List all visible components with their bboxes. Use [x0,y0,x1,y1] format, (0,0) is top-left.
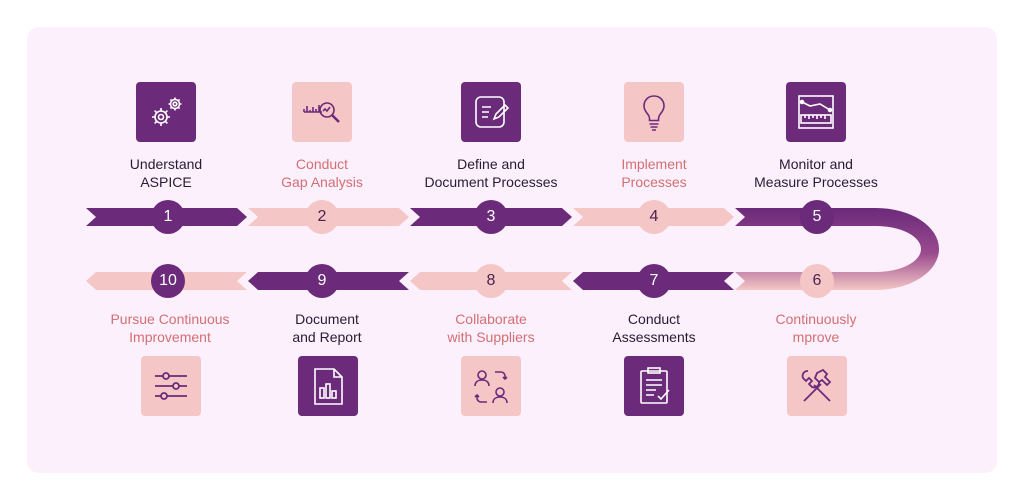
step-4-number: 4 [637,200,671,234]
users-exchange-icon [474,370,508,404]
step-9-label-line-2: and Report [292,329,362,345]
sliders-icon [155,372,187,400]
step-4-label-line-2: Processes [621,174,687,190]
step-8-label: Collaborate with Suppliers [396,310,586,346]
magnify-chart-icon [303,102,340,123]
step-9-icon-box [298,356,358,416]
step-2-label-line-2: Gap Analysis [281,174,363,190]
step-5-label-line-2: Measure Processes [754,174,878,190]
step-10-icon-box [141,356,201,416]
step-9-label: Document and Report [232,310,422,346]
step-2-icon-box [292,82,352,142]
step-3-number: 3 [474,200,508,234]
step-6-number: 6 [800,264,834,298]
clipboard-check-icon [640,367,670,404]
step-5-label-line-1: Monitor and [779,156,853,172]
gears-icon [152,97,182,126]
step-1-label-line-1: Understand [129,156,203,172]
tools-icon [801,368,832,402]
step-6-label: Continuously mprove [721,310,911,346]
step-9-number: 9 [305,264,339,298]
step-8-label-line-1: Collaborate [455,311,527,327]
step-6-label-line-1: Continuously [775,311,857,327]
step-9-label-line-1: Document [295,311,359,327]
step-8-number: 8 [474,264,508,298]
step-1-icon-box [136,82,196,142]
step-10-label-line-1: Pursue Continuous [110,311,230,327]
measure-chart-icon [798,95,834,129]
report-file-icon [314,368,343,405]
step-3-label-line-2: Document Processes [424,174,558,190]
edit-document-icon [475,96,510,128]
step-3-icon-box [461,82,521,142]
step-1-label-line-2: ASPICE [140,174,192,190]
step-3-label-line-1: Define and [457,156,525,172]
step-6-label-line-2: mprove [792,329,840,345]
step-5-icon-box [786,82,846,142]
step-10-number: 10 [151,264,185,298]
lightbulb-icon [643,95,665,131]
step-8-icon-box [461,356,521,416]
step-2-label-line-1: Conduct [295,156,349,172]
step-5-number: 5 [800,200,834,234]
step-4-label-line-1: Implement [621,156,687,172]
step-4-icon-box [624,82,684,142]
step-10-label-line-2: Improvement [129,329,211,345]
step-2-number: 2 [305,200,339,234]
arrow-uturn [735,208,939,290]
step-7-label-line-1: Conduct [627,311,681,327]
step-1-number: 1 [151,200,185,234]
step-7-number: 7 [637,264,671,298]
step-7-icon-box [624,356,684,416]
step-8-label-line-2: with Suppliers [447,329,535,345]
step-7-label-line-2: Assessments [612,329,696,345]
step-6-icon-box [787,356,847,416]
